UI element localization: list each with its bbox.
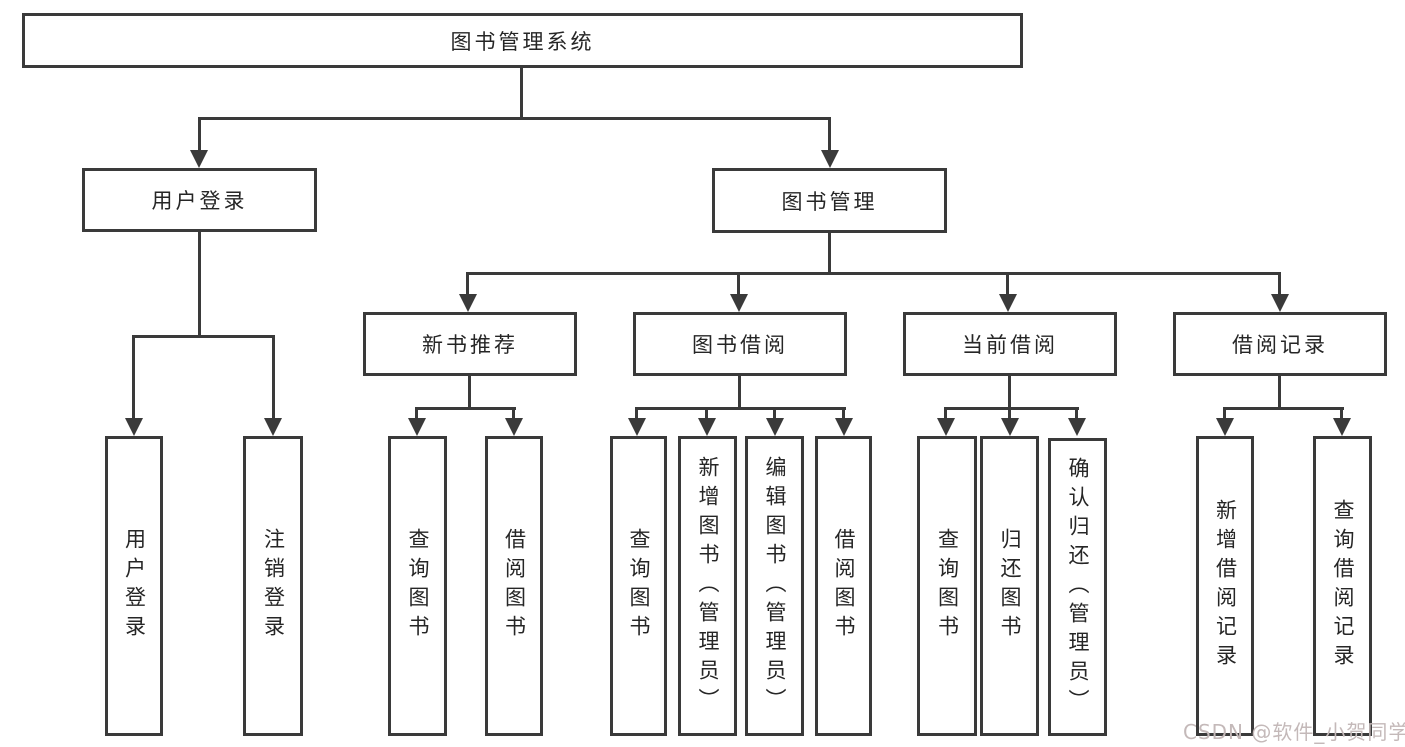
node-label: 编辑图书（管理员）: [763, 455, 787, 717]
connector-line: [1223, 407, 1344, 410]
arrow-down-icon: [937, 418, 955, 436]
node-label: 借阅图书: [502, 528, 527, 644]
connector-line: [466, 272, 1281, 275]
arrow-down-icon: [1271, 294, 1289, 312]
node-label: 归还图书: [998, 528, 1022, 644]
connector-line: [1340, 407, 1343, 421]
node-label: 借阅记录: [1232, 333, 1328, 357]
leaf-user-login: 用户登录: [105, 436, 163, 736]
node-label: 查询图书: [627, 528, 651, 644]
node-label: 查询图书: [406, 528, 430, 644]
node-library-system: 图书管理系统: [22, 13, 1023, 68]
node-label: 用户登录: [122, 528, 147, 644]
node-current-borrow: 当前借阅: [903, 312, 1117, 376]
connector-line: [1006, 272, 1009, 297]
connector-line: [1008, 407, 1011, 421]
node-label: 图书借阅: [692, 333, 788, 357]
node-label: 新增借阅记录: [1213, 499, 1238, 673]
connector-line: [705, 407, 708, 421]
connector-line: [1278, 272, 1281, 297]
arrow-down-icon: [628, 418, 646, 436]
arrow-down-icon: [1333, 418, 1351, 436]
node-label: 查询借阅记录: [1331, 499, 1355, 673]
leaf-query-books: 查询图书: [388, 436, 447, 736]
arrow-down-icon: [264, 418, 282, 436]
connector-line: [738, 376, 741, 409]
connector-line: [635, 407, 638, 421]
leaf-add-borrow-record: 新增借阅记录: [1196, 436, 1254, 736]
node-borrow-record: 借阅记录: [1173, 312, 1387, 376]
connector-line: [944, 407, 947, 421]
connector-line: [512, 407, 515, 421]
node-user-login: 用户登录: [82, 168, 317, 232]
node-book-borrow: 图书借阅: [633, 312, 847, 376]
leaf-edit-books-admin: 编辑图书（管理员）: [745, 436, 804, 736]
node-label: 图书管理: [781, 189, 878, 214]
node-label: 当前借阅: [962, 333, 1058, 357]
connector-line: [272, 335, 275, 421]
connector-line: [468, 376, 471, 409]
connector-line: [1278, 376, 1281, 409]
node-label: 新增图书（管理员）: [696, 455, 720, 717]
node-label: 确认归还（管理员）: [1066, 456, 1090, 718]
arrow-down-icon: [1068, 418, 1086, 436]
connector-line: [842, 407, 845, 421]
leaf-query-books-3: 查询图书: [917, 436, 977, 736]
node-label: 图书管理系统: [450, 29, 595, 54]
leaf-borrow-books-2: 借阅图书: [815, 436, 872, 736]
connector-line: [828, 233, 831, 275]
arrow-down-icon: [505, 418, 523, 436]
node-label: 用户登录: [151, 189, 248, 213]
arrow-down-icon: [730, 294, 748, 312]
leaf-confirm-return-admin: 确认归还（管理员）: [1048, 438, 1107, 736]
leaf-query-borrow-record: 查询借阅记录: [1313, 436, 1372, 736]
connector-line: [828, 117, 831, 153]
arrow-down-icon: [766, 418, 784, 436]
node-label: 借阅图书: [832, 528, 856, 644]
connector-line: [198, 232, 201, 338]
leaf-query-books-2: 查询图书: [610, 436, 667, 736]
leaf-add-books-admin: 新增图书（管理员）: [678, 436, 737, 736]
connector-line: [1223, 407, 1226, 421]
connector-line: [415, 407, 516, 410]
connector-line: [1075, 407, 1078, 421]
connector-line: [132, 335, 135, 421]
node-label: 新书推荐: [422, 333, 518, 357]
connector-line: [198, 117, 831, 120]
arrow-down-icon: [408, 418, 426, 436]
connector-line: [520, 68, 523, 120]
arrow-down-icon: [835, 418, 853, 436]
arrow-down-icon: [459, 294, 477, 312]
leaf-logout: 注销登录: [243, 436, 303, 736]
connector-line: [466, 272, 469, 297]
connector-line: [1008, 376, 1011, 409]
watermark: CSDN @软件_小贺同学: [1183, 720, 1405, 744]
arrow-down-icon: [1216, 418, 1234, 436]
connector-line: [737, 272, 740, 297]
arrow-down-icon: [125, 418, 143, 436]
leaf-borrow-books: 借阅图书: [485, 436, 543, 736]
arrow-down-icon: [190, 150, 208, 168]
connector-line: [635, 407, 846, 410]
connector-line: [198, 117, 201, 153]
node-label: 查询图书: [935, 528, 960, 644]
connector-line: [944, 407, 1079, 410]
arrow-down-icon: [1001, 418, 1019, 436]
connector-line: [773, 407, 776, 421]
node-new-book-recommend: 新书推荐: [363, 312, 577, 376]
connector-line: [132, 335, 275, 338]
arrow-down-icon: [999, 294, 1017, 312]
leaf-return-books: 归还图书: [980, 436, 1039, 736]
connector-line: [415, 407, 418, 421]
arrow-down-icon: [698, 418, 716, 436]
arrow-down-icon: [821, 150, 839, 168]
node-book-management: 图书管理: [712, 168, 947, 233]
node-label: 注销登录: [261, 528, 286, 644]
